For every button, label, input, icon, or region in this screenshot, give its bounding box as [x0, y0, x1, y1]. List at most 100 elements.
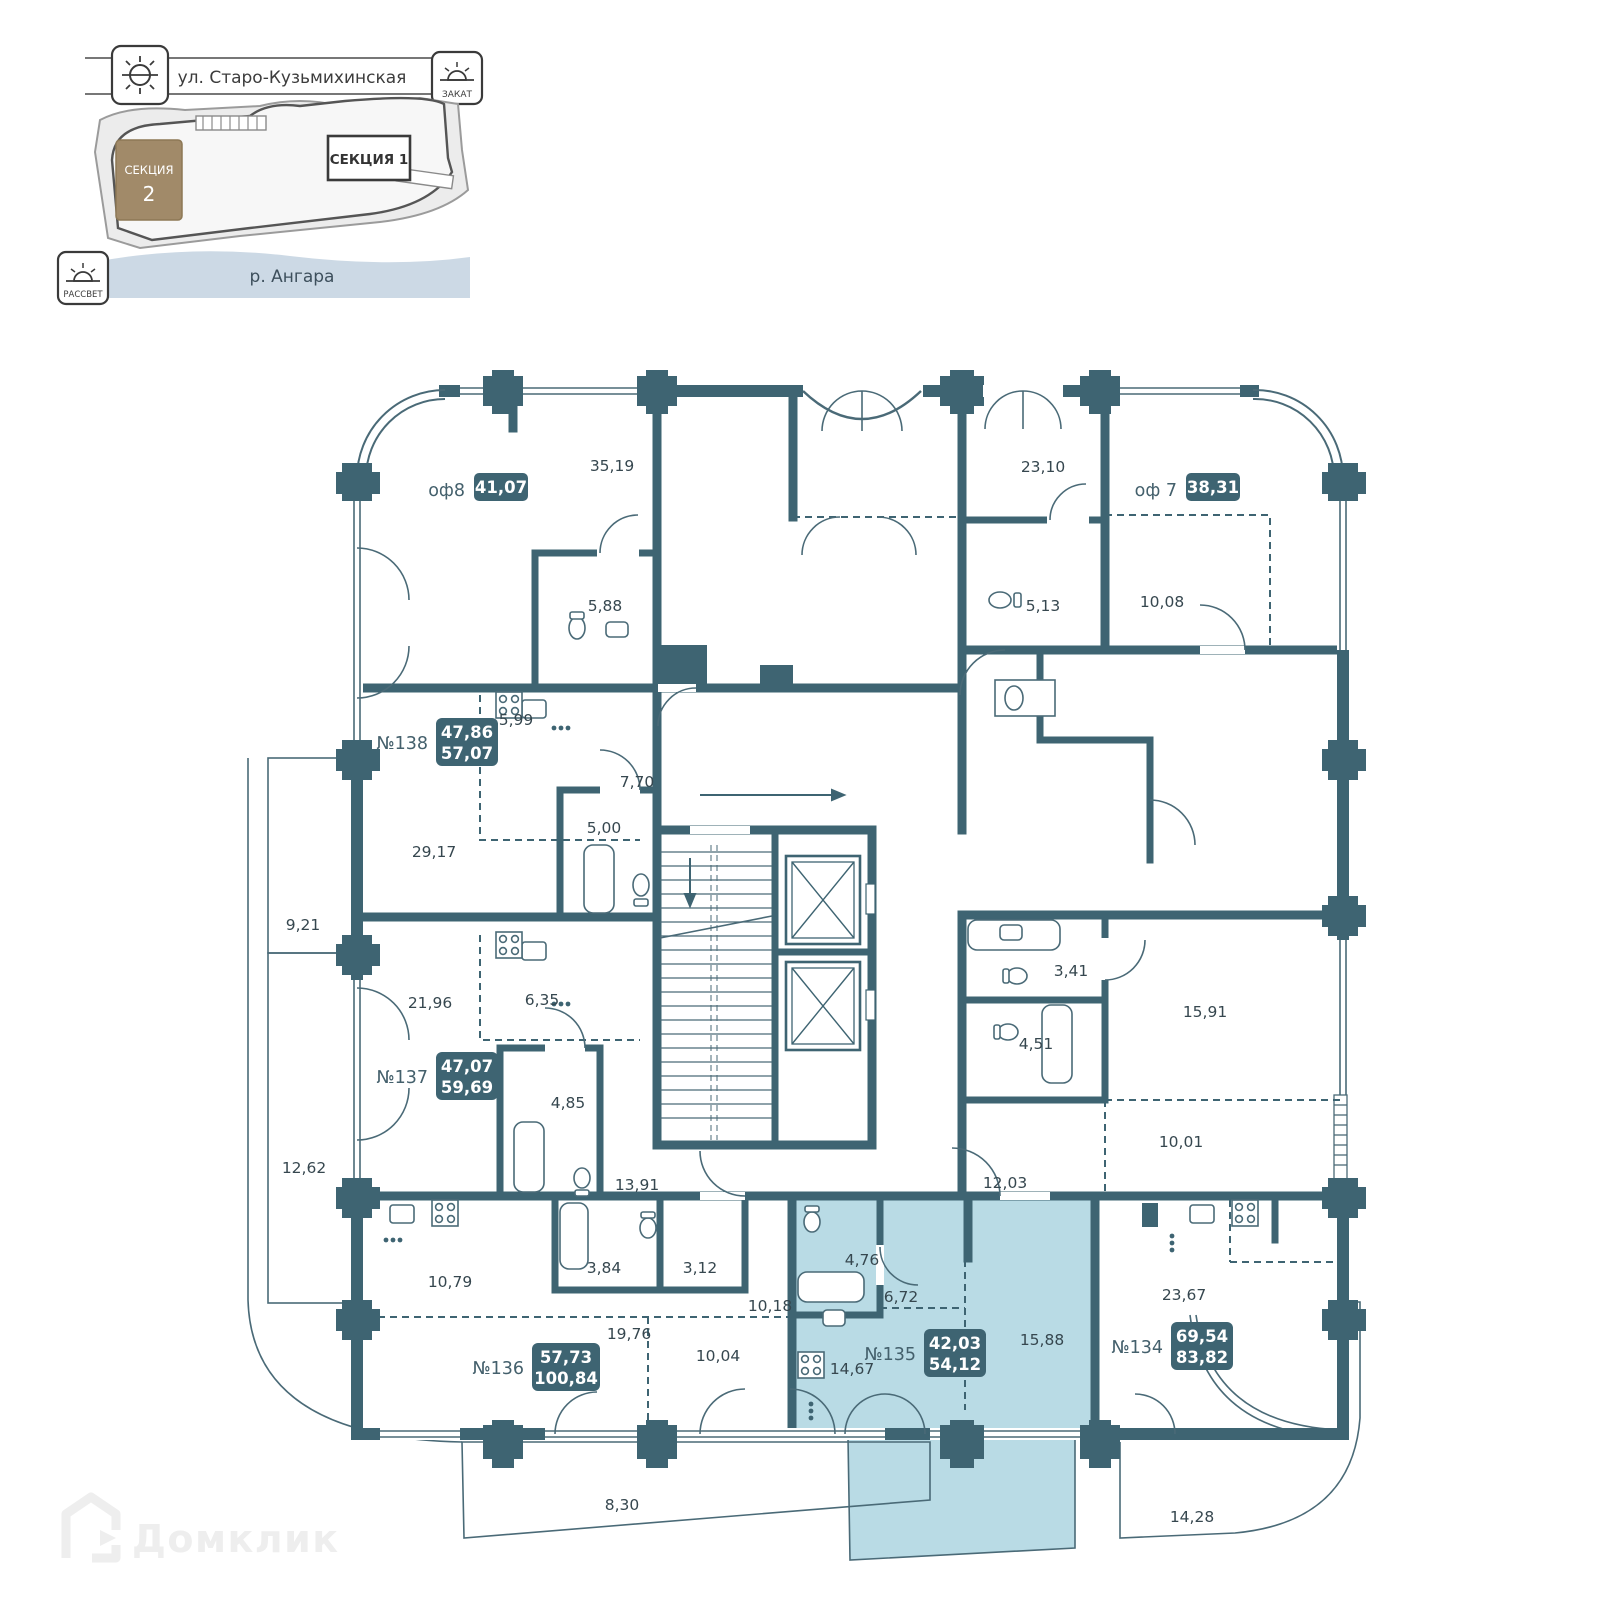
unit-name: №138: [376, 734, 428, 754]
sink: [389, 1204, 415, 1224]
room-area-label: 10,01: [1159, 1133, 1203, 1151]
balcony-1262: [267, 952, 359, 1304]
watermark-brand: Домклик: [132, 1517, 340, 1561]
room-area-label: 15,88: [1020, 1331, 1064, 1349]
room-area-label: 10,18: [748, 1297, 792, 1315]
unit-badge-136[interactable]: №136 57,73 100,84: [472, 1343, 600, 1391]
unit-badge-135[interactable]: №135 42,03 54,12: [864, 1329, 986, 1377]
stove: [797, 1351, 825, 1379]
section-2-label: СЕКЦИЯ: [125, 163, 174, 177]
unit-name: оф 7: [1135, 481, 1177, 501]
room-area-label: 10,08: [1140, 593, 1184, 611]
doors: [356, 390, 1246, 1435]
elevator-door: [865, 883, 876, 915]
watermark-house-icon: [61, 1492, 121, 1563]
window-strip: [380, 1428, 460, 1440]
room-area-label: 5,99: [499, 711, 534, 729]
unit-area-living: 57,73: [540, 1348, 592, 1367]
area-badge: [924, 1329, 986, 1377]
toilet: [993, 1023, 1019, 1041]
toilet: [568, 611, 586, 640]
section-1-box[interactable]: СЕКЦИЯ 1: [326, 134, 412, 182]
sunrise-icon: РАССВЕТ: [56, 250, 110, 306]
sink: [521, 941, 547, 961]
room-area-label: 12,03: [983, 1174, 1027, 1192]
unit-area-total: 57,07: [441, 744, 493, 763]
fixtures: [383, 591, 1259, 1421]
bathtub: [797, 1271, 865, 1303]
bathtub: [583, 844, 615, 914]
sink: [1189, 1204, 1215, 1224]
unit-name: №136: [472, 1359, 524, 1379]
room-area-label: 19,76: [607, 1325, 651, 1343]
unit-badge-of8[interactable]: оф8 41,07: [428, 473, 528, 501]
room-area-label: 5,13: [1026, 597, 1061, 615]
stove: [1231, 1199, 1259, 1227]
sunset-label: ЗАКАТ: [442, 90, 472, 100]
unit-area: 38,31: [1187, 478, 1239, 497]
unit-area-total: 54,12: [929, 1355, 981, 1374]
window-strip: [351, 500, 363, 740]
radiator: [1333, 1094, 1348, 1181]
corridor-arrow: [700, 788, 847, 802]
room-area-label: 5,88: [588, 597, 623, 615]
unit-name: №135: [864, 1345, 916, 1365]
stair-core: [659, 788, 876, 1140]
toilet: [988, 591, 1022, 609]
room-area-label: 9,21: [286, 916, 321, 934]
room-area-label: 3,12: [683, 1259, 718, 1277]
sink: [999, 924, 1023, 941]
bathtub: [559, 1202, 589, 1270]
room-area-label: 10,04: [696, 1347, 740, 1365]
site-plan: ул. Старо-Кузьмихинская ЗАКАТ: [56, 44, 484, 306]
balconies: [247, 757, 1361, 1539]
room-area-label: 23,67: [1162, 1286, 1206, 1304]
unit-badge-of7[interactable]: оф 7 38,31: [1135, 473, 1240, 501]
unit-135-highlight[interactable]: [792, 1196, 1095, 1561]
unit-badges: оф8 41,07 оф 7 38,31 №138 47,86 57,07 №1…: [376, 473, 1240, 1391]
room-area-label: 3,84: [587, 1259, 622, 1277]
window-strip: [1337, 490, 1349, 650]
unit-area-total: 100,84: [534, 1369, 598, 1388]
unit-name: №134: [1111, 1338, 1163, 1358]
room-area-label: 4,76: [845, 1251, 880, 1269]
river-label: р. Ангара: [250, 267, 335, 287]
stove: [495, 691, 523, 719]
unit-badge-134[interactable]: №134 69,54 83,82: [1111, 1322, 1233, 1370]
room-area-label: 6,72: [884, 1288, 919, 1306]
floor-plan: 35,19 5,88 23,10 5,13 10,08 5,99 7,70 5,…: [247, 370, 1366, 1561]
unit-area-living: 69,54: [1176, 1327, 1228, 1346]
bathtub: [1041, 1004, 1073, 1084]
sunset-icon: ЗАКАТ: [430, 50, 484, 106]
fridge-dots: [383, 725, 1175, 1421]
area-badge: [532, 1343, 600, 1391]
unit-name: оф8: [428, 481, 465, 501]
area-badge: [1186, 473, 1240, 501]
unit-badge-137[interactable]: №137 47,07 59,69: [376, 1052, 498, 1100]
unit-area-total: 59,69: [441, 1078, 493, 1097]
sunrise-label: РАССВЕТ: [63, 290, 103, 300]
room-labels: 35,19 5,88 23,10 5,13 10,08 5,99 7,70 5,…: [282, 457, 1227, 1526]
room-area-label: 15,91: [1183, 1003, 1227, 1021]
room-area-label: 35,19: [590, 457, 634, 475]
terrace-1428: [1119, 1301, 1361, 1539]
room-area-label: 12,62: [282, 1159, 326, 1177]
toilet: [639, 1211, 657, 1239]
street-label: ул. Старо-Кузьмихинская: [178, 68, 407, 88]
unit-area-living: 47,07: [441, 1057, 493, 1076]
toilet: [1002, 967, 1028, 985]
room-area-label: 14,28: [1170, 1508, 1214, 1526]
unit-name: №137: [376, 1068, 428, 1088]
section-2-box[interactable]: СЕКЦИЯ 2: [115, 139, 183, 221]
room-area-label: 8,30: [605, 1496, 640, 1514]
elevator-2: [784, 960, 876, 1052]
window-strip: [545, 1428, 885, 1440]
elevator-door: [865, 989, 876, 1021]
elevator-1: [784, 854, 876, 946]
unit-badge-138[interactable]: №138 47,86 57,07: [376, 718, 498, 766]
window-strip: [1110, 385, 1240, 397]
sun-icon: [110, 44, 170, 106]
room-area-label: 4,51: [1019, 1035, 1054, 1053]
